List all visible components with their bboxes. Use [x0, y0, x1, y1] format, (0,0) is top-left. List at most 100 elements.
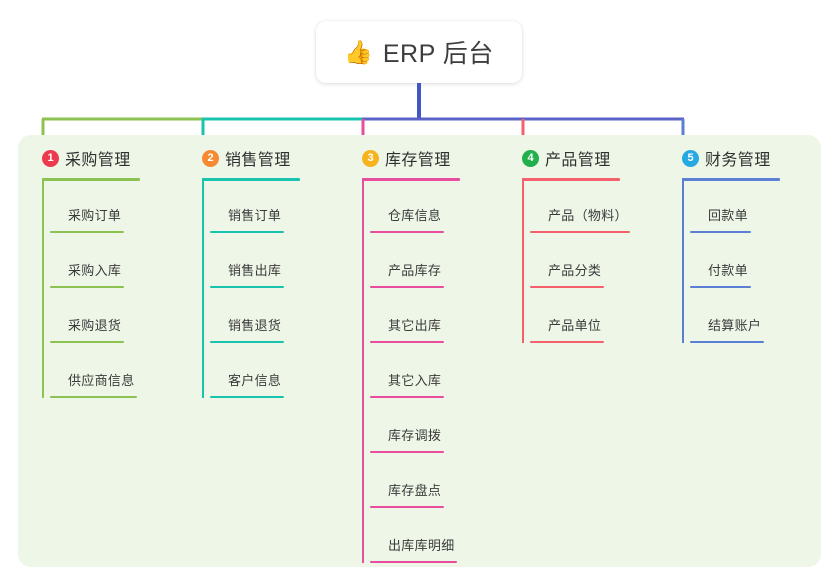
- leaf-item[interactable]: 销售订单: [210, 178, 338, 233]
- leaf-item-rule: [50, 231, 124, 233]
- column-3: 3 库存管理仓库信息产品库存其它出库其它入库库存调拨库存盘点出库库明细: [338, 135, 498, 567]
- root-node-card[interactable]: 👍 ERP 后台: [316, 21, 522, 83]
- leaf-item-label: 销售出库: [228, 263, 282, 278]
- leaf-item-label: 产品库存: [388, 263, 442, 278]
- leaf-item-label: 其它入库: [388, 373, 442, 388]
- column-spine: [42, 178, 44, 398]
- leaf-item[interactable]: 采购退货: [50, 288, 178, 343]
- leaf-list: 仓库信息产品库存其它出库其它入库库存调拨库存盘点出库库明细: [370, 178, 498, 563]
- leaf-item[interactable]: 销售出库: [210, 233, 338, 288]
- leaf-item[interactable]: 库存盘点: [370, 453, 498, 508]
- leaf-item-rule: [690, 341, 764, 343]
- column-title: 库存管理: [385, 152, 451, 169]
- column-header-rule: [682, 178, 780, 181]
- column-title: 采购管理: [65, 152, 131, 169]
- leaf-item-label: 供应商信息: [68, 373, 135, 388]
- column-number-badge: 2: [202, 149, 219, 167]
- leaf-item-label: 库存盘点: [388, 483, 442, 498]
- column-number-badge: 5: [682, 149, 699, 167]
- leaf-item-rule: [530, 231, 630, 233]
- leaf-item-label: 采购退货: [68, 318, 122, 333]
- column-header-rule: [42, 178, 140, 181]
- column-title: 财务管理: [705, 152, 771, 169]
- leaf-item-rule: [210, 286, 284, 288]
- leaf-item-label: 库存调拨: [388, 428, 442, 443]
- leaf-item-label: 回款单: [708, 208, 748, 223]
- leaf-item-label: 其它出库: [388, 318, 442, 333]
- leaf-list: 回款单付款单结算账户: [690, 178, 818, 343]
- leaf-item-rule: [210, 231, 284, 233]
- column-number-badge: 1: [42, 149, 59, 167]
- leaf-item-label: 产品分类: [548, 263, 602, 278]
- column-header-3[interactable]: 3 库存管理: [362, 146, 451, 170]
- column-spine: [362, 178, 364, 563]
- leaf-item[interactable]: 采购订单: [50, 178, 178, 233]
- column-5: 5 财务管理回款单付款单结算账户: [658, 135, 818, 567]
- leaf-item[interactable]: 销售退货: [210, 288, 338, 343]
- leaf-item-rule: [370, 286, 444, 288]
- leaf-item[interactable]: 付款单: [690, 233, 818, 288]
- leaf-list: 采购订单采购入库采购退货供应商信息: [50, 178, 178, 398]
- leaf-item-label: 销售退货: [228, 318, 282, 333]
- leaf-item-label: 付款单: [708, 263, 748, 278]
- column-number-badge: 4: [522, 149, 539, 167]
- column-header-rule: [522, 178, 620, 181]
- column-2: 2 销售管理销售订单销售出库销售退货客户信息: [178, 135, 338, 567]
- column-header-1[interactable]: 1 采购管理: [42, 146, 131, 170]
- column-number-badge: 3: [362, 149, 379, 167]
- leaf-item-rule: [50, 286, 124, 288]
- leaf-item[interactable]: 其它出库: [370, 288, 498, 343]
- column-spine: [522, 178, 524, 343]
- leaf-item[interactable]: 产品单位: [530, 288, 658, 343]
- tree-panel-background: [18, 135, 821, 567]
- leaf-item-label: 客户信息: [228, 373, 282, 388]
- column-spine: [202, 178, 204, 398]
- leaf-item-label: 产品（物料）: [548, 208, 628, 223]
- leaf-item[interactable]: 回款单: [690, 178, 818, 233]
- root-node-title: ERP 后台: [382, 40, 494, 68]
- leaf-item-rule: [530, 286, 604, 288]
- leaf-item-rule: [370, 341, 444, 343]
- leaf-item-rule: [370, 231, 444, 233]
- leaf-item[interactable]: 产品库存: [370, 233, 498, 288]
- leaf-item[interactable]: 产品（物料）: [530, 178, 658, 233]
- leaf-item-rule: [210, 396, 284, 398]
- leaf-item-label: 销售订单: [228, 208, 282, 223]
- column-header-5[interactable]: 5 财务管理: [682, 146, 771, 170]
- leaf-item[interactable]: 库存调拨: [370, 398, 498, 453]
- leaf-item[interactable]: 仓库信息: [370, 178, 498, 233]
- leaf-item-rule: [370, 561, 457, 563]
- leaf-item-label: 仓库信息: [388, 208, 442, 223]
- leaf-item-label: 采购入库: [68, 263, 122, 278]
- leaf-item-rule: [210, 341, 284, 343]
- leaf-item[interactable]: 结算账户: [690, 288, 818, 343]
- column-spine: [682, 178, 684, 343]
- thumbs-up-icon: 👍: [344, 38, 373, 65]
- leaf-item-label: 结算账户: [708, 318, 762, 333]
- column-container: 1 采购管理采购订单采购入库采购退货供应商信息 2 销售管理销售订单销售出库销售退货客…: [18, 135, 821, 567]
- leaf-item-rule: [690, 286, 751, 288]
- leaf-item-label: 采购订单: [68, 208, 122, 223]
- leaf-item[interactable]: 客户信息: [210, 343, 338, 398]
- leaf-item-rule: [50, 341, 124, 343]
- column-header-2[interactable]: 2 销售管理: [202, 146, 291, 170]
- column-title: 销售管理: [225, 152, 291, 169]
- leaf-item-rule: [370, 506, 444, 508]
- leaf-item-label: 出库库明细: [388, 538, 455, 553]
- leaf-item-label: 产品单位: [548, 318, 602, 333]
- leaf-item-rule: [50, 396, 137, 398]
- leaf-item-rule: [370, 451, 444, 453]
- leaf-item[interactable]: 供应商信息: [50, 343, 178, 398]
- leaf-item[interactable]: 出库库明细: [370, 508, 498, 563]
- leaf-list: 产品（物料） 产品分类产品单位: [530, 178, 658, 343]
- leaf-item[interactable]: 采购入库: [50, 233, 178, 288]
- leaf-item-rule: [530, 341, 604, 343]
- column-1: 1 采购管理采购订单采购入库采购退货供应商信息: [18, 135, 178, 567]
- leaf-item[interactable]: 产品分类: [530, 233, 658, 288]
- leaf-item-rule: [370, 396, 444, 398]
- column-header-rule: [202, 178, 300, 181]
- leaf-item[interactable]: 其它入库: [370, 343, 498, 398]
- leaf-item-rule: [690, 231, 751, 233]
